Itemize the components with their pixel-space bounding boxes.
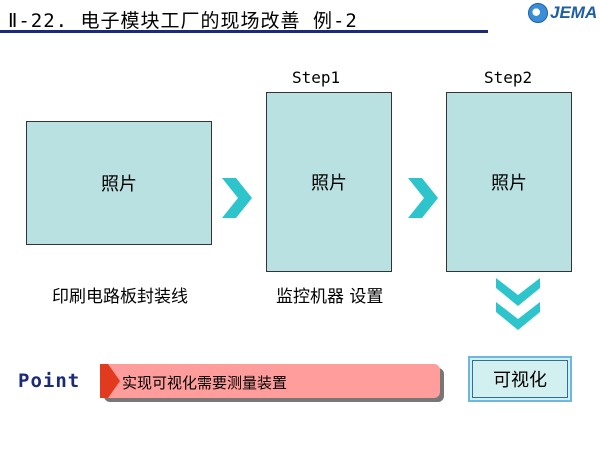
chevron-right-icon <box>222 178 252 218</box>
caption-step1: 监控机器 设置 <box>276 287 384 307</box>
photo-box-step2: 照片 <box>446 92 572 272</box>
point-bar <box>100 364 440 398</box>
caption-current: 印刷电路板封装线 <box>52 287 188 307</box>
logo-icon <box>528 3 548 23</box>
point-label: Point <box>18 370 81 392</box>
step2-label: Step2 <box>484 68 533 87</box>
point-text: 实现可视化需要测量装置 <box>122 374 288 392</box>
photo-placeholder-label: 照片 <box>311 173 347 194</box>
page-title: Ⅱ-22. 电子模块工厂的现场改善 例-2 <box>8 10 358 32</box>
photo-placeholder-label: 照片 <box>491 173 527 194</box>
title-divider <box>0 30 488 33</box>
photo-placeholder-label: 照片 <box>101 174 137 195</box>
company-logo: JEMA <box>528 2 597 24</box>
double-chevron-down-icon <box>496 278 540 330</box>
point-arrow-icon <box>100 364 120 398</box>
photo-box-current: 照片 <box>26 121 212 245</box>
visualization-button[interactable]: 可视化 <box>468 356 572 402</box>
logo-text: JEMA <box>550 3 598 22</box>
visualization-button-label: 可视化 <box>493 370 547 391</box>
photo-box-step1: 照片 <box>266 92 392 272</box>
chevron-right-icon <box>408 178 438 218</box>
step1-label: Step1 <box>292 68 341 87</box>
